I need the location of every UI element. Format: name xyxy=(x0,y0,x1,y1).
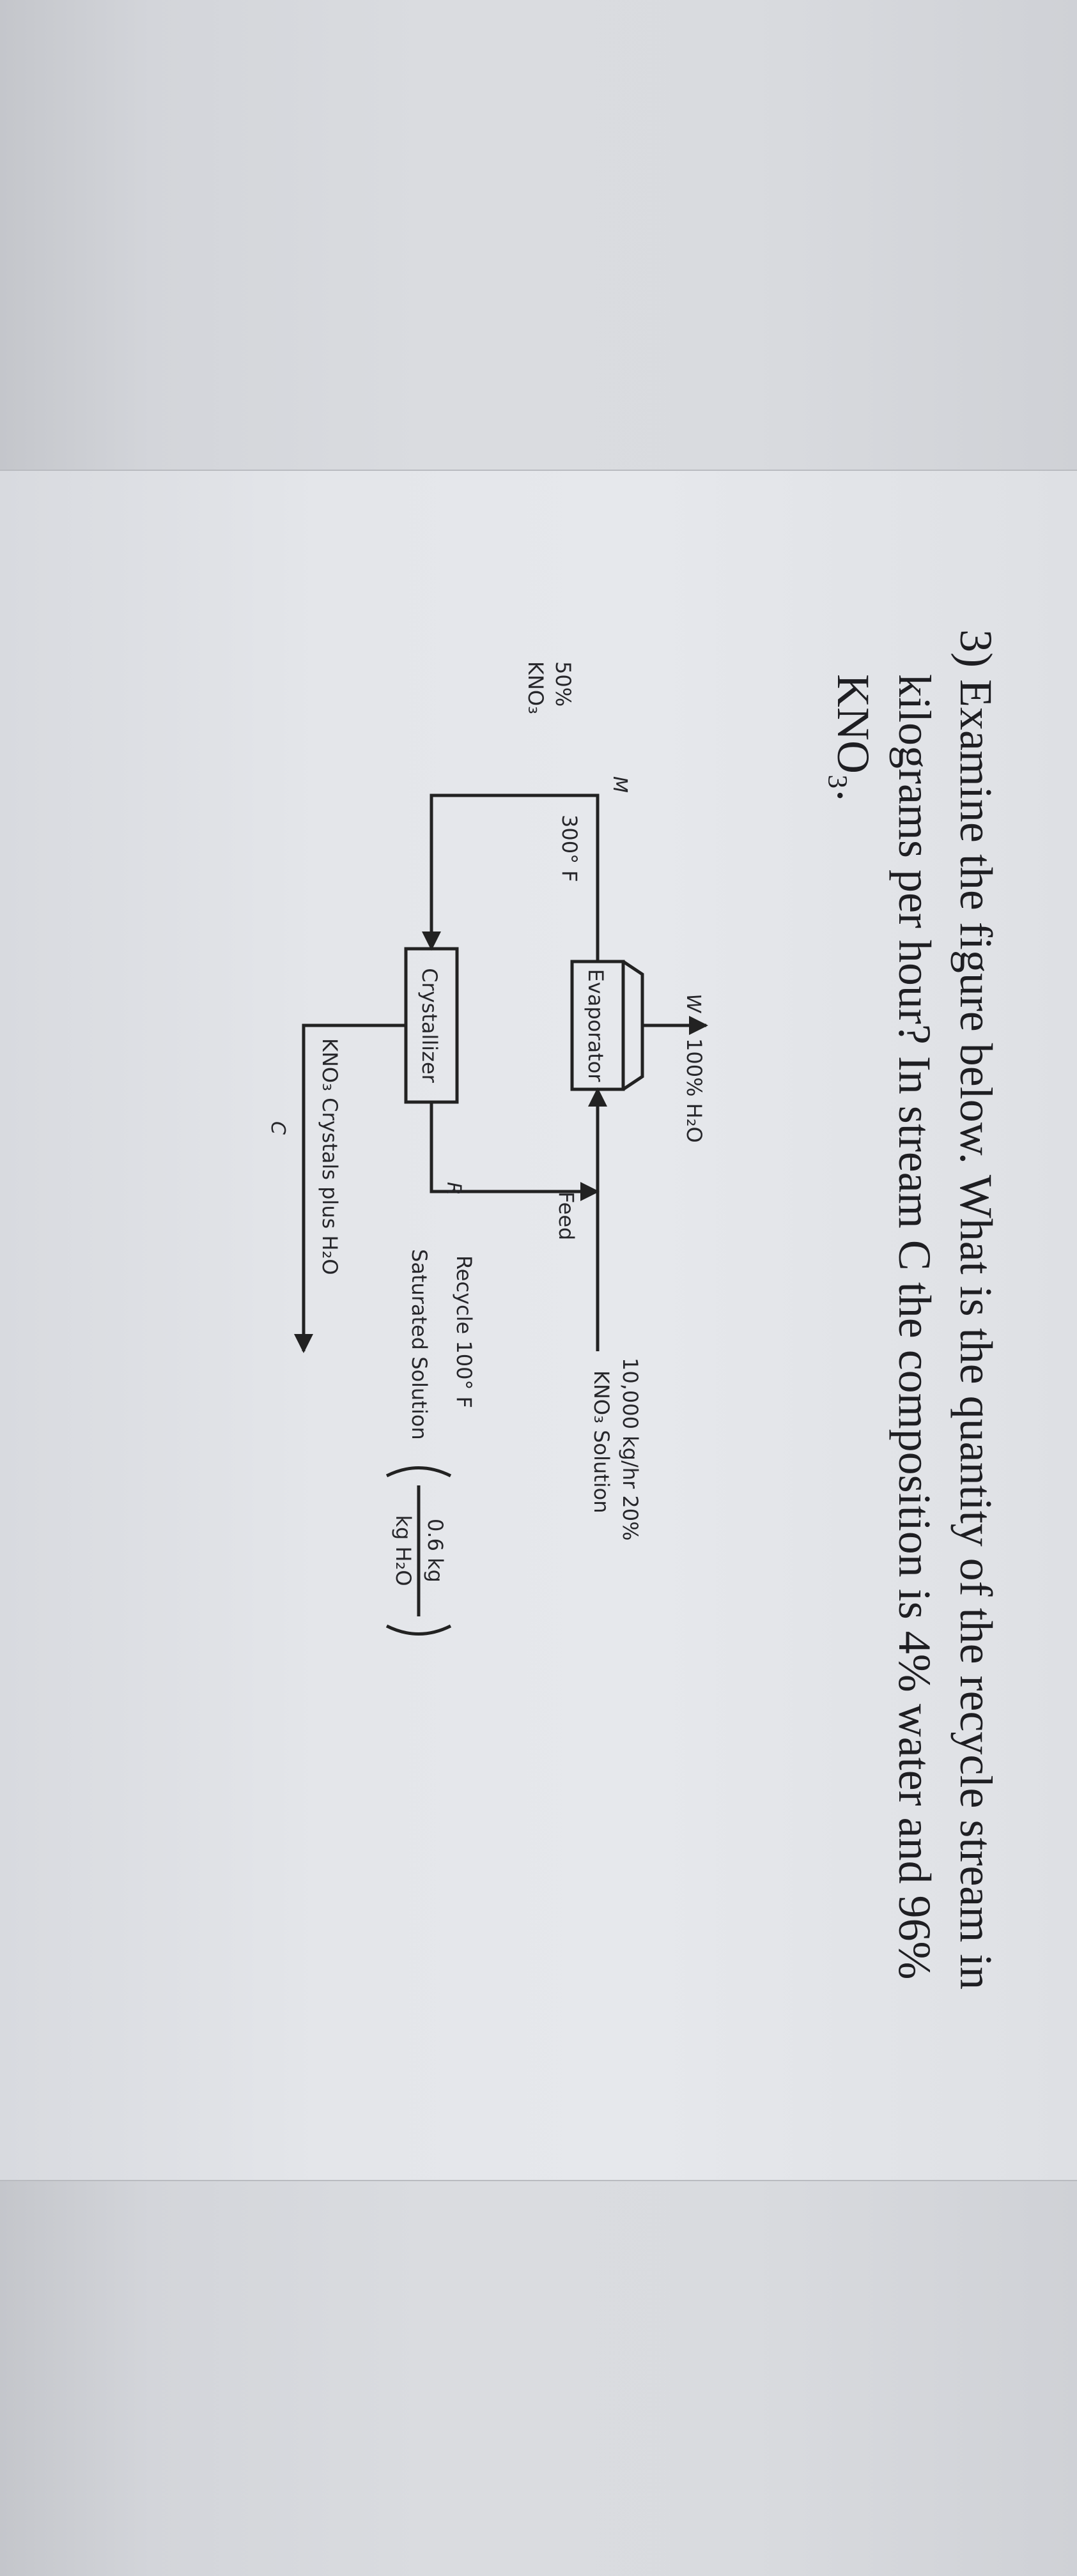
product-label: KNO₃ Crystals plus H₂O xyxy=(318,1038,342,1275)
evaporator-label: Evaporator xyxy=(584,969,608,1083)
recycle-label: Recycle 100° F xyxy=(452,1255,476,1408)
recycle-line xyxy=(430,1102,600,1201)
stream-w-letter: W xyxy=(682,993,704,1013)
stream-m-letter: M xyxy=(608,776,631,793)
stream-w-label: 100% H₂O xyxy=(682,1038,706,1143)
paper-sheet xyxy=(0,470,1077,2181)
feed-composition-label: KNO₃ Solution xyxy=(589,1370,614,1513)
question-line-2: kilograms per hour? In stream C the comp… xyxy=(889,674,940,1980)
question-line-1: 3) Examine the figure below. What is the… xyxy=(950,629,1002,1990)
crystallizer-label: Crystallizer xyxy=(417,968,442,1083)
ratio-denominator: kg H₂O xyxy=(391,1515,415,1586)
stream-r-letter: R xyxy=(442,1182,465,1195)
stream-m-percent: 50% xyxy=(551,661,575,707)
ratio-numerator: 0.6 kg xyxy=(423,1519,447,1583)
rotated-page-content: 3) Examine the figure below. What is the… xyxy=(0,470,1077,2179)
product-line xyxy=(294,1023,406,1353)
evaporator-temperature: 300° F xyxy=(557,815,582,882)
question-line-3: KNO₃. xyxy=(828,674,879,802)
ratio-paren-right xyxy=(385,1624,452,1636)
stream-m-line xyxy=(422,793,600,962)
ratio-paren-left xyxy=(385,1466,452,1478)
question-text: 3) Examine the figure below. What is the… xyxy=(823,629,1007,2067)
stream-m-composition: KNO₃ xyxy=(523,661,548,714)
feed-rate-label: 10,000 kg/hr 20% xyxy=(618,1358,642,1541)
stream-c-letter: C xyxy=(267,1121,289,1135)
feed-label: Feed xyxy=(554,1192,578,1240)
evaporator-hood xyxy=(622,960,644,1091)
process-flow-diagram: Evaporator Crystallizer W 100% H₂O 300° … xyxy=(267,661,708,1636)
saturated-solution-label: Saturated Solution xyxy=(407,1249,431,1440)
